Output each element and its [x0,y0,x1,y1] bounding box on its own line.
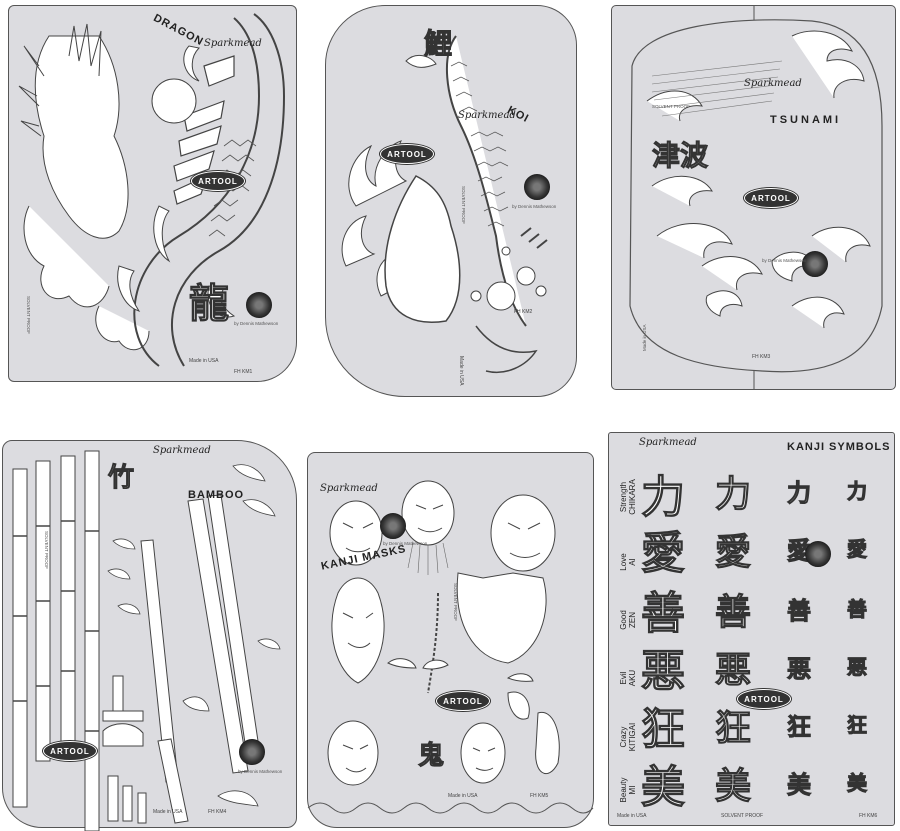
solvent-proof: SOLVENT PROOF [453,583,458,621]
kanji-dragon: 龍 [189,280,230,328]
artist-seal [380,513,406,539]
symbol-crazy-lg: 狂 [714,707,752,750]
symbol-strength-md: 力 [787,478,812,508]
artool-logo: ARTOOL [191,171,245,191]
made-in-usa: Made in USA [458,356,464,386]
solvent-proof: SOLVENT PROOF [26,296,31,334]
symbol-good-xl: 善 [641,588,686,640]
symbol-strength-lg: 力 [714,473,752,516]
bamboo-artwork [12,450,281,831]
symbol-love-lg: 愛 [714,531,752,574]
solvent-proof: SOLVENT PROOF [721,813,764,819]
credit: by Dennis Mathewson [383,541,428,546]
symbol-good-lg: 善 [714,591,752,634]
credit: by Dennis Mathewson [762,258,807,263]
symbol-crazy-md: 狂 [787,712,812,742]
solvent-proof: SOLVENT PROOF [652,104,690,109]
stencil-title: TSUNAMI [770,114,842,126]
symbol-strength-sm: 力 [847,479,868,504]
artist-seal [246,292,272,318]
stencil-bamboo[interactable]: 竹 Sparkmead BAMBOO ARTOOL by Dennis Math… [2,440,297,831]
symbol-beauty-sm: 美 [847,771,868,796]
artool-logo: ARTOOL [380,144,434,164]
artist-seal [802,251,828,277]
symbol-beauty-md: 美 [787,770,812,800]
stencil-kanji-masks[interactable]: Sparkmead by Dennis Mathewson KANJI MASK… [307,452,594,828]
symbol-evil-lg: 悪 [714,649,752,692]
symbol-crazy-sm: 狂 [847,713,868,738]
signature: Sparkmead [204,38,262,49]
symbol-beauty-lg: 美 [714,765,752,808]
signature: Sparkmead [153,445,211,456]
stencil-code: FH KM4 [208,809,227,815]
stencil-title: KANJI SYMBOLS [787,441,891,453]
koi-artwork [341,35,548,373]
artool-logo: ARTOOL [43,741,97,761]
stencil-code: FH KM5 [530,793,549,799]
symbol-beauty-xl: 美 [641,762,686,814]
solvent-proof: SOLVENT PROOF [44,531,49,569]
credit: by Dennis Mathewson [234,321,279,326]
solvent-proof: SOLVENT PROOF [461,186,466,224]
stencil-koi[interactable]: 鯉 KOI Sparkmead ARTOOL by Dennis Mathews… [325,5,577,397]
symbol-good-sm: 善 [847,597,868,622]
symbol-love-xl: 愛 [641,528,686,580]
stencil-code: FH KM6 [859,813,878,819]
artist-seal [524,174,550,200]
artist-seal [805,541,831,567]
stencil-tsunami[interactable]: Sparkmead TSUNAMI 津波 ARTOOL by Dennis Ma… [611,5,896,390]
dragon-artwork [18,13,286,367]
artool-logo: ARTOOL [436,691,490,711]
kanji-mask: 鬼 [417,741,445,772]
made-in-usa: Made in USA [153,809,183,815]
stencil-code: FH KM3 [752,354,771,360]
symbol-evil-md: 悪 [787,654,812,684]
kanji-tsunami: 津波 [651,139,709,173]
symbol-love-sm: 愛 [847,537,868,562]
symbol-crazy-xl: 狂 [641,704,686,756]
made-in-usa: Made in USA [448,793,478,799]
stencil-code: FH KM2 [514,309,533,315]
symbol-strength-xl: 力 [641,472,686,524]
symbol-evil-sm: 悪 [847,655,868,680]
signature: Sparkmead [458,110,516,121]
signature: Sparkmead [639,437,697,448]
kanji-koi: 鯉 [423,27,453,61]
signature: Sparkmead [320,483,378,494]
credit: by Dennis Mathewson [512,204,557,209]
made-in-usa: Made in USA [189,358,219,364]
stencil-code: FH KM1 [234,369,253,375]
made-in-usa: Made in USA [642,324,647,351]
masks-artwork [307,480,594,814]
credit: by Dennis Mathewson [238,769,283,774]
made-in-usa: Made in USA [617,813,647,819]
artool-logo: ARTOOL [744,188,798,208]
artist-seal [239,739,265,765]
stencil-title: BAMBOO [188,489,245,501]
symbol-evil-xl: 悪 [641,646,686,698]
stencil-dragon[interactable]: DRAGON Sparkmead ARTOOL 龍 by Dennis Math… [8,5,297,382]
signature: Sparkmead [744,78,802,89]
artool-logo: ARTOOL [737,689,791,709]
kanji-bamboo: 竹 [107,463,135,494]
symbol-good-md: 善 [787,596,812,626]
